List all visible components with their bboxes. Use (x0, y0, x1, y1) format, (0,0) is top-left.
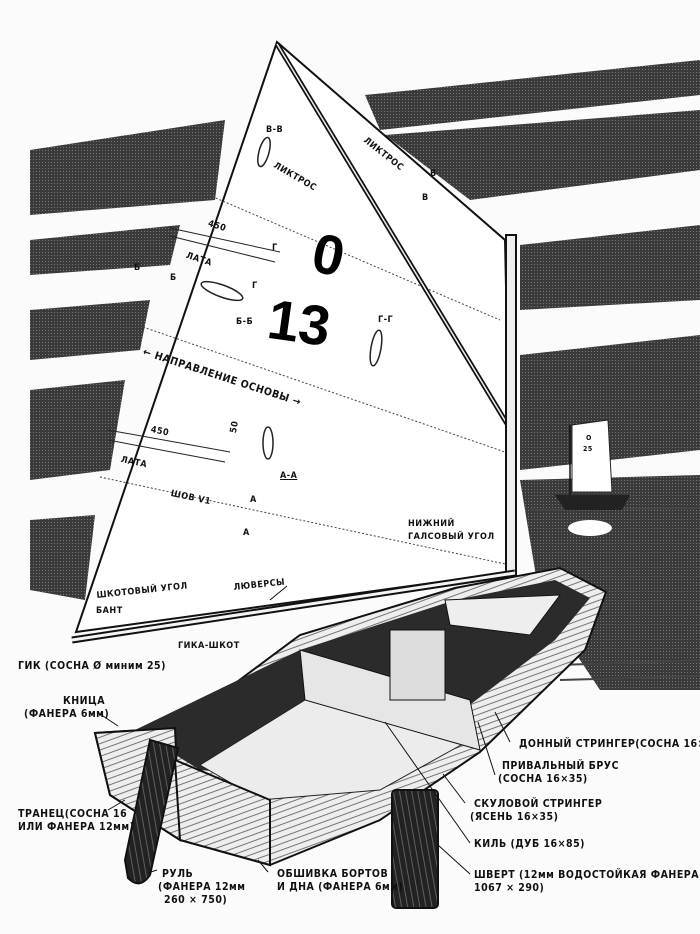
centerboard-size-label: 1067 × 290) (474, 882, 545, 894)
bow-knot-label: БАНТ (96, 606, 123, 616)
centerboard-label: ШВЕРТ (12мм ВОДОСТОЙКАЯ ФАНЕРА (474, 869, 700, 881)
transom-label: ТРАНЕЦ(СОСНА 16 (18, 808, 128, 820)
dimension-50: 50 (228, 420, 241, 434)
section-mark-a2: А (243, 528, 250, 538)
sail-number-bottom: 13 (263, 286, 335, 359)
section-mark-g2: Г (252, 281, 258, 291)
chine-stringer-material-label: (ЯСЕНЬ 16×35) (470, 811, 559, 823)
hull (93, 566, 608, 867)
section-mark-b2: Б (170, 273, 177, 283)
background-boat-number-top: O (586, 434, 592, 442)
background-boat (555, 419, 630, 536)
section-label-bb: Б-Б (236, 317, 254, 327)
boom-label: ГИК (СОСНА Ø миним 25) (18, 660, 166, 672)
section-mark-g1: Г (272, 243, 278, 253)
sail (74, 40, 514, 634)
section-mark-v: В (430, 169, 437, 179)
mainsheet-label: ГИКА-ШКОТ (178, 641, 240, 651)
rudder (123, 738, 180, 885)
section-mark-v2: В (422, 193, 429, 203)
background-boat-number-bottom: 25 (583, 445, 593, 453)
bottom-stringer-label: ДОННЫЙ СТРИНГЕР(СОСНА 16×35) (519, 738, 700, 750)
chine-stringer-label: СКУЛОВОЙ СТРИНГЕР (474, 798, 603, 810)
background-clouds (30, 60, 700, 690)
section-mark-b1: Б (134, 263, 141, 273)
gunwale-label: ПРИВАЛЬНЫЙ БРУС (502, 760, 620, 772)
knee-material-label: (ФАНЕРА 6мм) (24, 708, 110, 720)
section-label-vv: В-В (266, 125, 284, 135)
gunwale-material-label: (СОСНА 16×35) (498, 773, 588, 785)
planking-label: ОБШИВКА БОРТОВ (277, 868, 389, 880)
transom-material-label: ИЛИ ФАНЕРА 12мм) (18, 821, 135, 833)
centerboard (391, 789, 439, 909)
section-mark-a1: А (250, 495, 257, 505)
planking-material-label: И ДНА (ФАНЕРА 6мм) (277, 881, 404, 893)
leader-lines (99, 585, 511, 875)
keel-label: КИЛЬ (ДУБ 16×85) (474, 838, 585, 850)
mast (505, 234, 517, 616)
rudder-size-label: 260 × 750) (164, 894, 228, 906)
lower-throat-corner-label: НИЖНИЙ ГАЛСОВЫЙ УГОЛ (408, 519, 495, 542)
section-label-aa: А-А (280, 471, 298, 481)
knee-label: КНИЦА (63, 695, 106, 707)
rudder-material-label: (ФАНЕРА 12мм (158, 881, 246, 893)
section-label-gg: Г-Г (378, 315, 394, 325)
rudder-label: РУЛЬ (162, 868, 194, 880)
